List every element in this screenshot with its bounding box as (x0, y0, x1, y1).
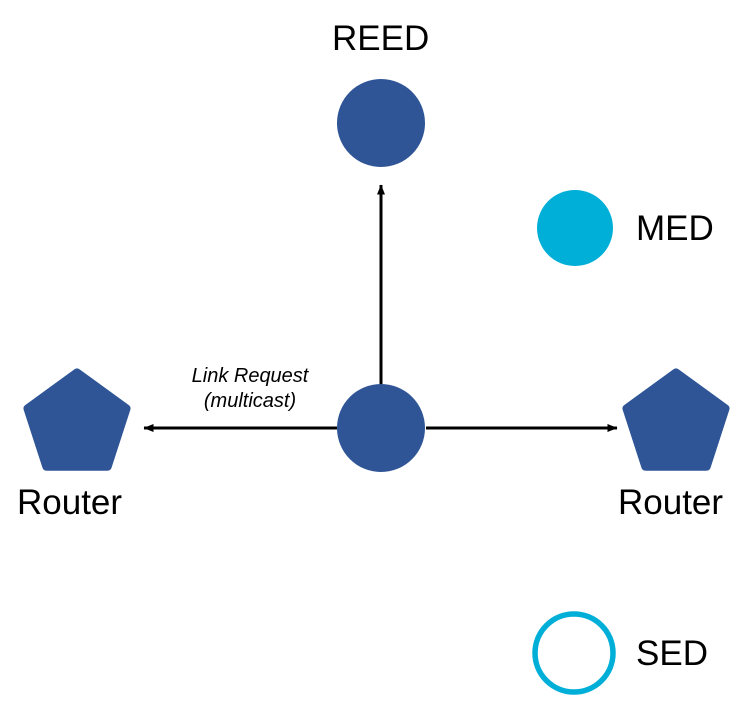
node-router-right-shape[interactable] (622, 368, 730, 471)
edge-label-line-1: Link Request (191, 365, 309, 387)
node-label-reed: REED (332, 19, 430, 58)
node-center-shape[interactable] (337, 384, 425, 472)
edge-label-line-2: (multicast) (203, 390, 297, 412)
node-sed-shape[interactable] (532, 611, 616, 695)
node-med-shape[interactable] (537, 190, 613, 266)
node-label-router-right: Router (618, 483, 724, 522)
edge-group (143, 184, 618, 432)
node-reed-shape[interactable] (337, 79, 425, 167)
edge-label-link-request: Link Request (multicast) (160, 364, 340, 414)
node-label-router-left: Router (17, 483, 123, 522)
node-router-left-shape[interactable] (23, 368, 131, 471)
node-group (23, 79, 730, 695)
node-label-sed: SED (636, 634, 708, 673)
node-label-med: MED (636, 209, 714, 248)
